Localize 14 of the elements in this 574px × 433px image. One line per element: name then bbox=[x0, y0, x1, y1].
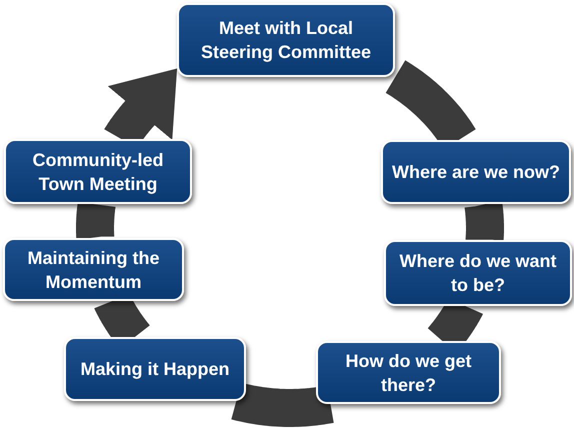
step-box bbox=[316, 341, 501, 404]
step-box bbox=[3, 238, 184, 301]
step-label: Where are we now? bbox=[392, 161, 560, 184]
step-label: Making it Happen bbox=[80, 358, 230, 381]
step-label: Where do we want to be? bbox=[398, 250, 558, 297]
step-box bbox=[4, 139, 192, 204]
step-box bbox=[64, 337, 246, 401]
step-box bbox=[384, 240, 572, 306]
step-label: Meet with Local Steering Committee bbox=[200, 17, 372, 64]
step-label: How do we get there? bbox=[344, 350, 472, 396]
step-label: Maintaining the Momentum bbox=[26, 246, 160, 294]
step-box bbox=[177, 3, 395, 77]
step-box bbox=[381, 140, 571, 204]
step-label: Community-led Town Meeting bbox=[31, 148, 164, 196]
